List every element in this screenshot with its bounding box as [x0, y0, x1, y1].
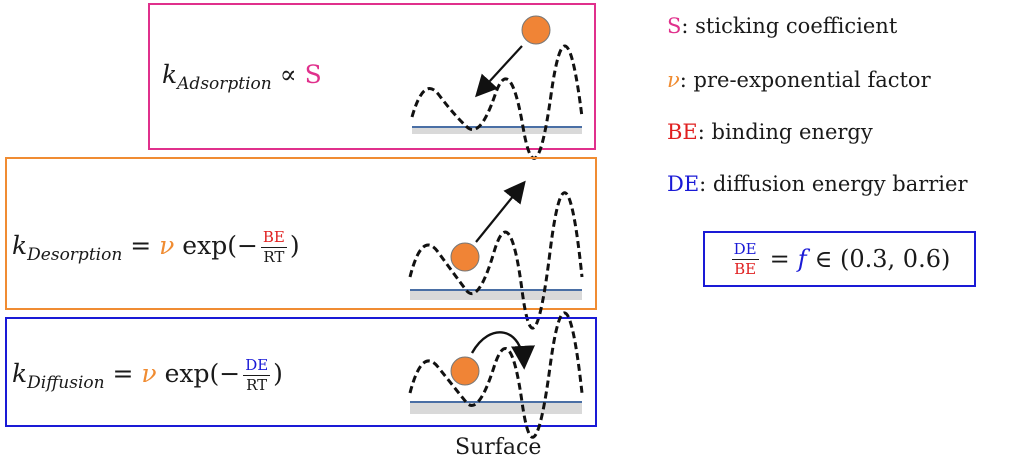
surface-slab [412, 127, 582, 134]
particle [450, 356, 480, 386]
nu-symbol: ν [159, 231, 175, 260]
legend-diffusion-barrier: DE: diffusion energy barrier [667, 172, 968, 196]
desorption-subscript: Desorption [27, 245, 123, 265]
diffusion-illustration [408, 311, 584, 439]
k-symbol: k [162, 60, 178, 89]
close-paren: ) [273, 359, 283, 388]
legend-sticking: S: sticking coefficient [667, 14, 897, 38]
potential-wave [408, 191, 584, 330]
adsorption-equation: kAdsorption ∝ S [162, 62, 322, 93]
sticking-coefficient-symbol: S [304, 60, 322, 89]
equals-sign: = [112, 359, 134, 388]
proportional-sign: ∝ [279, 60, 297, 89]
legend-key: ν [667, 68, 680, 92]
particle [450, 242, 480, 272]
adsorption-panel [148, 3, 596, 150]
equals-sign: = [130, 231, 152, 260]
legend-binding-energy: BE: binding energy [667, 120, 873, 144]
legend-key: BE [667, 120, 698, 144]
legend-key: DE [667, 172, 700, 196]
legend-text: : diffusion energy barrier [699, 172, 968, 196]
close-paren: ) [289, 231, 300, 260]
adsorption-subscript: Adsorption [177, 74, 272, 94]
exp-function: exp [164, 359, 210, 388]
k-symbol: k [12, 231, 28, 260]
legend-text: : sticking coefficient [681, 14, 898, 38]
adsorption-illustration [410, 15, 584, 160]
potential-wave [410, 44, 584, 160]
diffusion-panel [5, 317, 597, 427]
nu-symbol: ν [141, 359, 157, 388]
open-paren: (− [227, 231, 258, 260]
legend-text: : pre-exponential factor [679, 68, 931, 92]
open-paren: (− [209, 359, 241, 388]
exp-function: exp [182, 231, 228, 260]
legend-prefactor: ν: pre-exponential factor [667, 68, 931, 92]
hop-arrow [470, 331, 535, 370]
surface-slab [410, 290, 582, 300]
surface-label: Surface [455, 435, 542, 460]
legend-text: : binding energy [697, 120, 873, 144]
particle [521, 15, 551, 45]
k-symbol: k [12, 359, 28, 388]
desorption-panel [5, 157, 597, 310]
incoming-arrow [475, 45, 523, 98]
equals-sign: = [769, 245, 790, 273]
diffusion-subscript: Diffusion [27, 373, 105, 393]
outgoing-arrow [475, 180, 526, 243]
ratio-range: ∈ (0.3, 0.6) [814, 245, 951, 273]
f-symbol: f [797, 245, 807, 273]
potential-wave [408, 311, 584, 439]
desorption-illustration [408, 180, 584, 330]
surface-slab [410, 402, 582, 414]
legend-key: S [667, 14, 682, 38]
